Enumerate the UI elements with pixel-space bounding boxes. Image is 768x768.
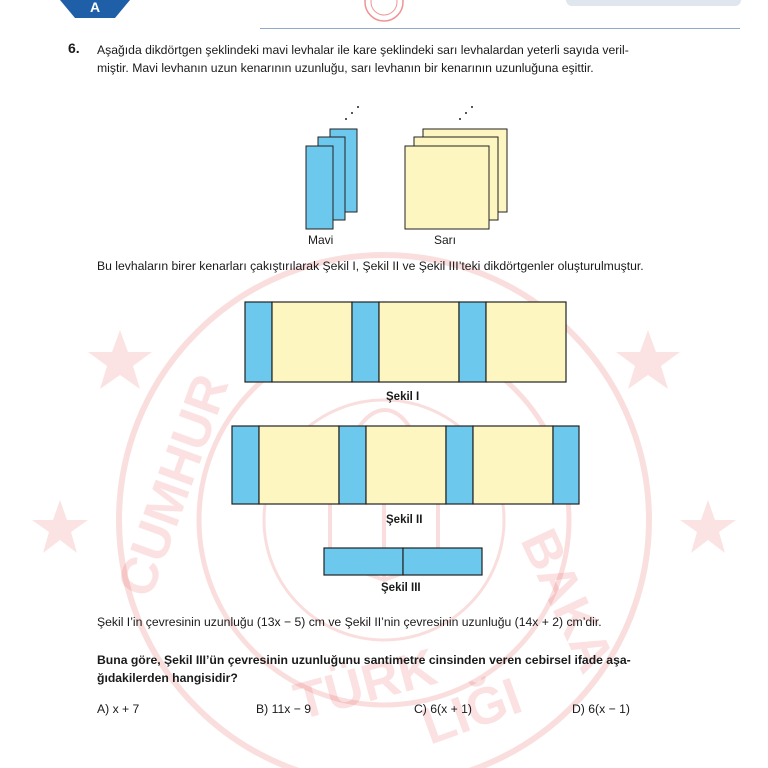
choice-b-letter: B)	[256, 702, 269, 716]
choice-d[interactable]: D) 6(x − 1)	[572, 702, 630, 716]
blue-stack-dots	[345, 106, 359, 120]
choice-d-text: 6(x − 1)	[588, 702, 630, 716]
sekil-1-label: Şekil I	[386, 391, 420, 403]
booklet-letter: A	[90, 0, 100, 15]
blue-plate-label: Mavi	[308, 233, 334, 247]
yellow-plate-label: Sarı	[434, 233, 457, 247]
choice-c[interactable]: C) 6(x + 1)	[414, 702, 472, 716]
booklet-badge: A	[60, 0, 130, 18]
sekil-3-label: Şekil III	[381, 582, 421, 594]
sekil-1-rectangle	[244, 301, 567, 383]
sekil-2-rectangle	[231, 425, 580, 505]
question-prompt: Buna göre, Şekil III’ün çevresinin uzunl…	[97, 651, 697, 687]
description-text: Bu levhaların birer kenarları çakıştırıl…	[97, 259, 644, 273]
sekil-3-rectangle	[323, 547, 483, 576]
choice-c-letter: C)	[414, 702, 427, 716]
header-rule	[260, 28, 740, 29]
intro-line-2: miştir. Mavi levhanın uzun kenarının uzu…	[97, 61, 594, 75]
choice-b-text: 11x − 9	[271, 702, 311, 716]
choice-d-letter: D)	[572, 702, 585, 716]
question-number: 6.	[68, 40, 80, 56]
blue-plates-stack	[305, 128, 358, 230]
choice-a-text: x + 7	[112, 702, 140, 716]
choice-b[interactable]: B) 11x − 9	[256, 702, 311, 716]
yellow-plates-stack	[404, 128, 508, 230]
prompt-line-1: Buna göre, Şekil III’ün çevresinin uzunl…	[97, 653, 631, 667]
choice-a[interactable]: A) x + 7	[97, 702, 139, 716]
choice-a-letter: A)	[97, 702, 110, 716]
prompt-line-2: ğıdakilerden hangisidir?	[97, 671, 238, 685]
choice-c-text: 6(x + 1)	[430, 702, 472, 716]
perimeter-info: Şekil I’in çevresinin uzunluğu (13x − 5)…	[97, 615, 602, 629]
header-tab	[566, 0, 741, 6]
question-intro: Aşağıda dikdörtgen şeklindeki mavi levha…	[97, 41, 702, 77]
intro-line-1: Aşağıda dikdörtgen şeklindeki mavi levha…	[97, 43, 629, 57]
yellow-stack-dots	[459, 106, 473, 120]
sekil-2-label: Şekil II	[386, 514, 423, 526]
